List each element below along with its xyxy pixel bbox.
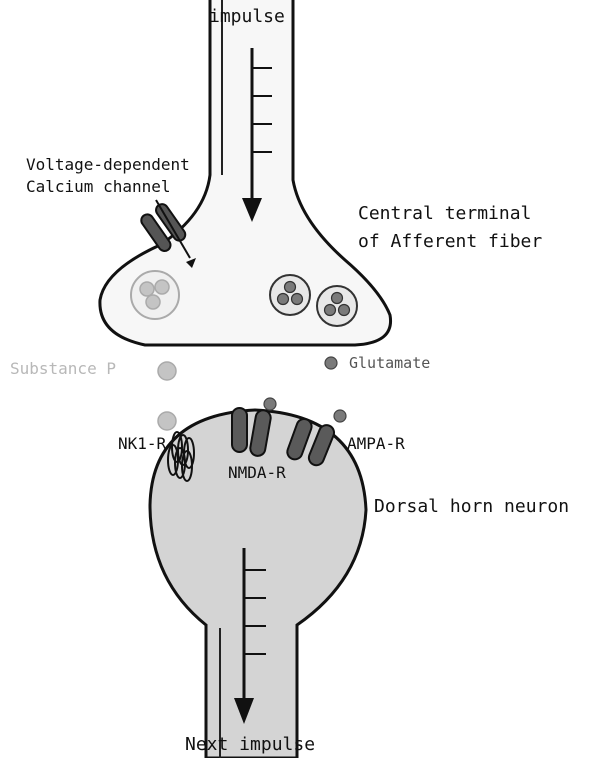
nmdar-label: NMDA-R [228,463,286,482]
vdcc-label-line1: Voltage-dependent [26,155,190,174]
vdcc-label-line2: Calcium channel [26,177,171,196]
next-impulse-label: Next impulse [185,734,315,755]
dorsal-horn-label: Dorsal horn neuron [374,496,569,517]
substance-p-label: Substance P [10,359,116,378]
terminal-label-line1: Central terminal [358,203,531,224]
substance-p-molecule [158,362,176,380]
substance-p-vesicle [131,271,179,319]
ampar-label: AMPA-R [347,434,405,453]
glutamate-vesicle-2 [317,286,357,326]
glutamate-vesicle-1 [270,275,310,315]
impulse-label: impulse [209,6,285,27]
glutamate-molecule [325,357,337,369]
glutamate-label: Glutamate [349,354,430,372]
terminal-label-line2: of Afferent fiber [358,231,542,252]
nk1r-label: NK1-R [118,434,167,453]
